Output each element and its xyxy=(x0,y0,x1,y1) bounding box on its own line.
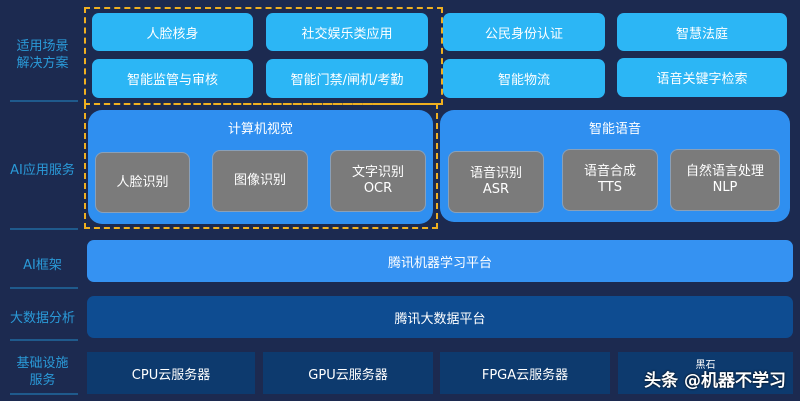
panel-title: 智能语音 xyxy=(588,122,641,137)
divider xyxy=(10,287,78,289)
scenario-box: 语音关键字检索 xyxy=(617,58,787,97)
layer-label-ai-framework: AI框架 xyxy=(23,257,62,273)
infra-box: CPU云服务器 xyxy=(87,352,255,394)
capability-box: 人脸识别 xyxy=(95,152,190,213)
layer-label-infrastructure: 基础设施 服务 xyxy=(16,356,69,388)
scenario-box: 智能物流 xyxy=(443,59,605,98)
capability-box: 图像识别 xyxy=(212,150,308,212)
scenario-box: 公民身份认证 xyxy=(443,13,605,51)
divider xyxy=(10,339,78,341)
panel-title: 计算机视觉 xyxy=(227,122,293,137)
scenario-box: 智慧法庭 xyxy=(617,13,787,51)
capability-abbr: ASR xyxy=(482,182,510,197)
layer-label-scenarios: 适用场景 解决方案 xyxy=(16,39,69,71)
layer-label-ai-services: AI应用服务 xyxy=(10,162,75,178)
scenario-box: 智能门禁/闸机/考勤 xyxy=(266,59,428,98)
scenario-box: 社交娱乐类应用 xyxy=(266,13,428,51)
infra-box: GPU云服务器 xyxy=(263,352,433,394)
framework-bar: 腾讯机器学习平台 xyxy=(87,240,793,282)
bigdata-bar: 腾讯大数据平台 xyxy=(87,296,793,338)
capability-label: 语音识别 xyxy=(469,166,522,181)
scenario-box: 智能监管与审核 xyxy=(92,59,253,98)
capability-label: 人脸识别 xyxy=(116,174,169,190)
capability-label: 语音合成 xyxy=(583,164,636,179)
infra-box: FPGA云服务器 xyxy=(440,352,610,394)
divider xyxy=(10,100,78,102)
watermark: 头条 @机器不学习 xyxy=(644,371,786,391)
capability-abbr: NLP xyxy=(712,180,738,195)
scenario-box: 人脸核身 xyxy=(92,13,253,51)
layer-label-big-data: 大数据分析 xyxy=(9,310,75,326)
capability-abbr: OCR xyxy=(363,181,393,196)
capability-label: 图像识别 xyxy=(233,173,286,188)
divider xyxy=(10,393,78,395)
infra-box: 黑石 xyxy=(618,352,793,394)
capability-label: 文字识别 xyxy=(351,165,404,180)
capability-abbr: TTS xyxy=(598,180,622,195)
divider xyxy=(10,228,78,230)
capability-label: 自然语言处理 xyxy=(685,164,764,179)
